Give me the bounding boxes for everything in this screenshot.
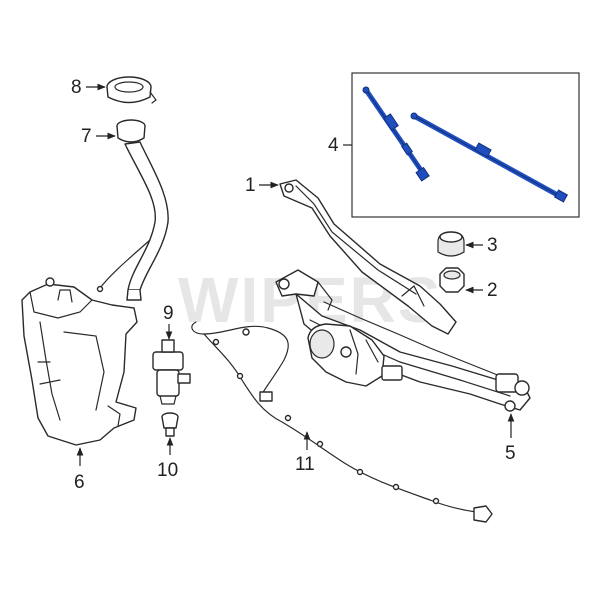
wiper-arm-nut[interactable] [439,267,465,293]
callout-6: 6 [74,447,85,493]
wiper-blade-kit-box [351,72,580,218]
callout-label-8: 8 [71,77,82,98]
wiper-arm-cap[interactable] [437,231,465,257]
wiper-arm[interactable] [279,179,457,335]
callout-10: 10 [157,437,178,481]
callout-label-3: 3 [487,235,498,256]
callout-2: 2 [465,280,498,301]
callout-1: 1 [245,175,279,196]
wiper-blade-long[interactable] [410,112,568,203]
callout-label-7: 7 [81,126,92,147]
callout-7: 7 [81,126,116,147]
callout-label-2: 2 [487,280,498,301]
washer-pump[interactable] [152,339,191,405]
pump-grommet[interactable] [161,412,179,437]
washer-reservoir-tank[interactable] [21,277,138,446]
callout-label-11: 11 [295,454,315,475]
callout-label-6: 6 [74,472,85,493]
callout-9: 9 [163,303,174,340]
callout-label-10: 10 [157,460,178,481]
callout-8: 8 [71,77,106,98]
washer-hose[interactable] [191,321,493,523]
callout-label-9: 9 [163,303,174,324]
callout-label-4: 4 [328,135,339,156]
callout-label-5: 5 [505,443,516,464]
callout-5: 5 [505,413,516,464]
washer-filler-cap[interactable] [106,76,157,104]
callout-11: 11 [295,431,315,475]
wiper-blade-short[interactable] [362,86,430,182]
wiper-linkage-motor[interactable] [275,269,531,412]
callout-4: 4 [328,135,352,156]
washer-filler-neck[interactable] [96,119,169,301]
callout-label-1: 1 [245,175,256,196]
callout-3: 3 [465,235,498,256]
